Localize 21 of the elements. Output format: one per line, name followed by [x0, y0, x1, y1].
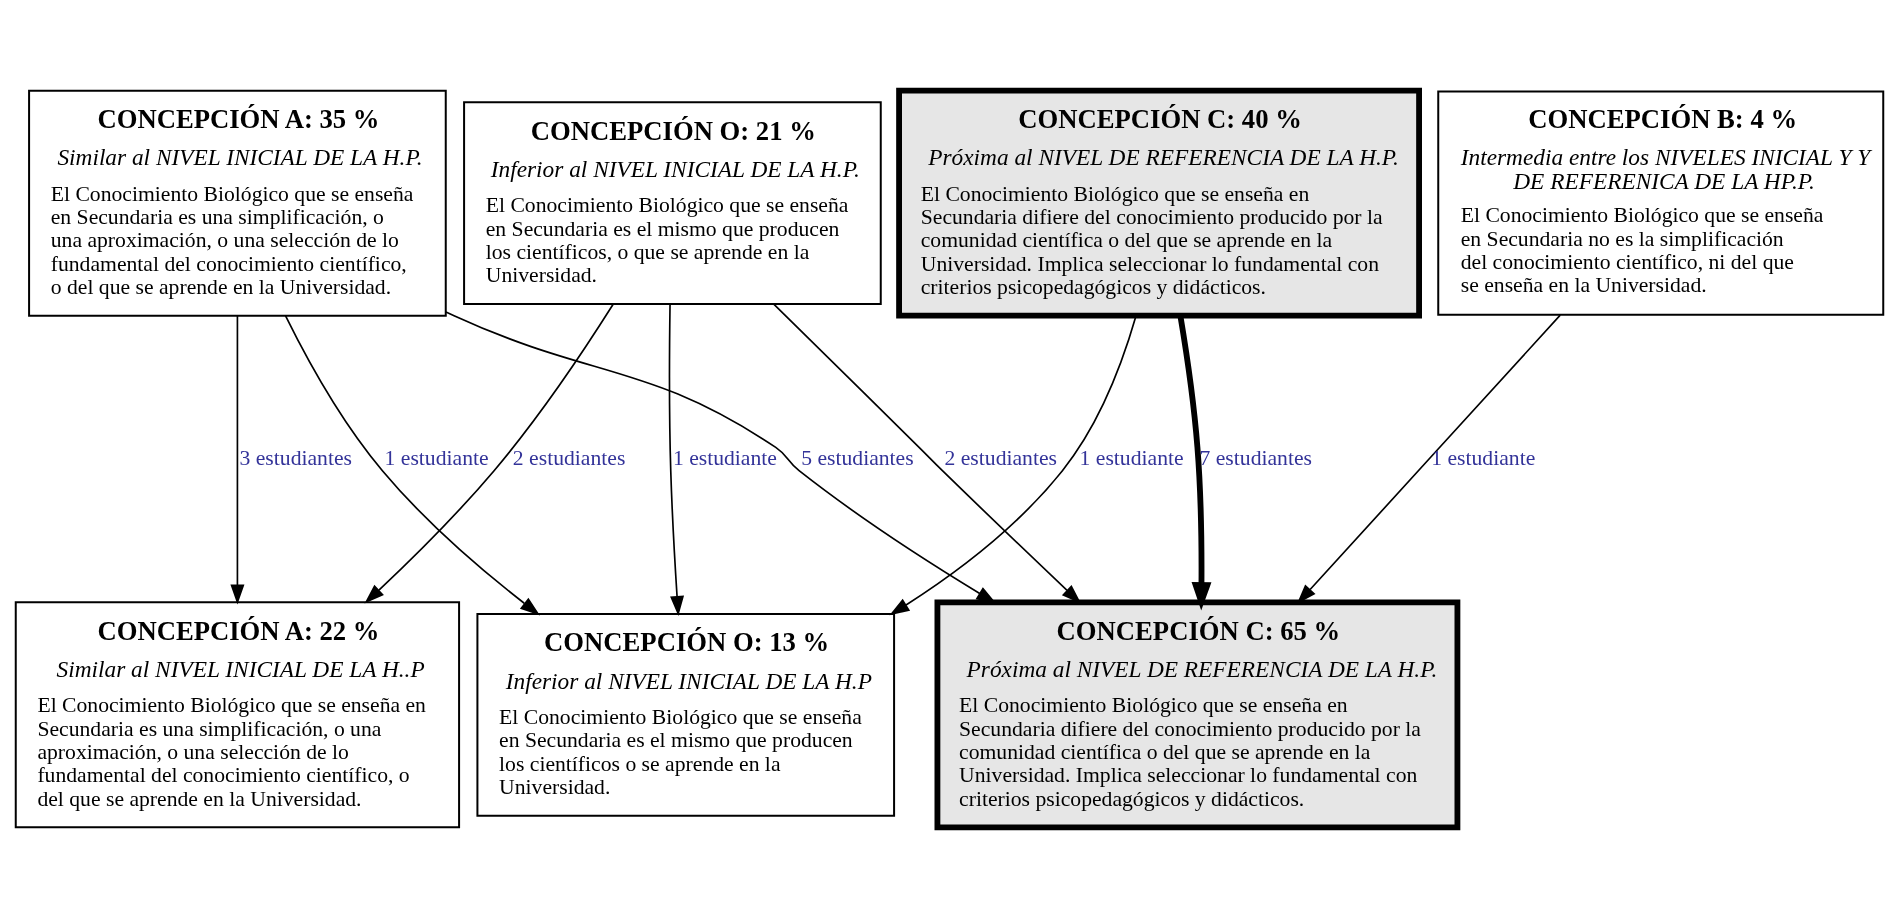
edge-label: 1 estudiante: [1079, 445, 1184, 470]
node-box: CONCEPCIÓN A: 22 % Similar al NIVEL INICIAL DE LA H..P El Conocimiento Biológico que se enseña en Secundaria es una simplificación, o una aproximación, o una selección de lo fundamental del conocimiento científico, o del que se aprende en la Universidad.: [14, 601, 461, 829]
arrow: [284, 314, 541, 616]
edge-label: 2 estudiantes: [512, 445, 626, 470]
node-box: CONCEPCIÓN C: 40 % Próxima al NIVEL DE REFERENCIA DE LA H.P. El Conocimiento Biológico que se enseña en Secundaria difiere del conocimiento producido por la comunidad científica o del que se aprende en la Universidad. Implica seleccionar lo fundamental con criterios psicopedagógicos y didácticos.: [896, 87, 1422, 319]
edge-label: 7 estudiantes: [1199, 445, 1312, 470]
edge-label: 1 estudiante: [1431, 445, 1536, 470]
node-box: CONCEPCIÓN O: 21 % Inferior al NIVEL INICIAL DE LA H.P. El Conocimiento Biológico que se enseña en Secundaria es el mismo que producen los científicos, o que se aprende en la Universidad.: [463, 101, 882, 305]
arrow: [230, 314, 245, 605]
edge-label: 1 estudiante: [384, 445, 489, 470]
edge-label: 2 estudiantes: [944, 445, 1057, 470]
node-box: CONCEPCIÓN A: 35 % Similar al NIVEL INICIAL DE LA H.P. El Conocimiento Biológico que se enseña en Secundaria es una simplificación, o una aproximación, o una selección de lo fundamental del conocimiento científico, o del que se aprende en la Universidad.: [28, 89, 447, 317]
edge-label: 1 estudiante: [672, 445, 777, 470]
node-box: CONCEPCIÓN O: 13 % Inferior al NIVEL INICIAL DE LA H.P El Conocimiento Biológico que se enseña en Secundaria es el mismo que producen los científicos o se aprende en la Universidad.: [476, 613, 896, 817]
edge-label: 3 estudiantes: [239, 445, 352, 470]
arrow: [364, 303, 614, 604]
node-box: CONCEPCIÓN B: 4 % Intermedia entre los NIVELES INICIAL Y Y DE REFERENICA DE LA HP.P. El Conocimiento Biológico que se enseña en Secundaria no es la simplificación del conocimiento científico, ni del que se enseña en la Universidad.: [1437, 90, 1885, 316]
arrow: [1177, 315, 1212, 611]
edge-label: 5 estudiantes: [801, 445, 914, 470]
node-box: CONCEPCIÓN C: 65 % Próxima al NIVEL DE REFERENCIA DE LA H.P. El Conocimiento Biológico que se enseña en Secundaria difiere del conocimiento producido por la comunidad científica o del que se aprende en la Universidad. Implica seleccionar lo fundamental con criterios psicopedagógicos y didácticos.: [934, 599, 1461, 831]
arrow: [668, 303, 685, 617]
